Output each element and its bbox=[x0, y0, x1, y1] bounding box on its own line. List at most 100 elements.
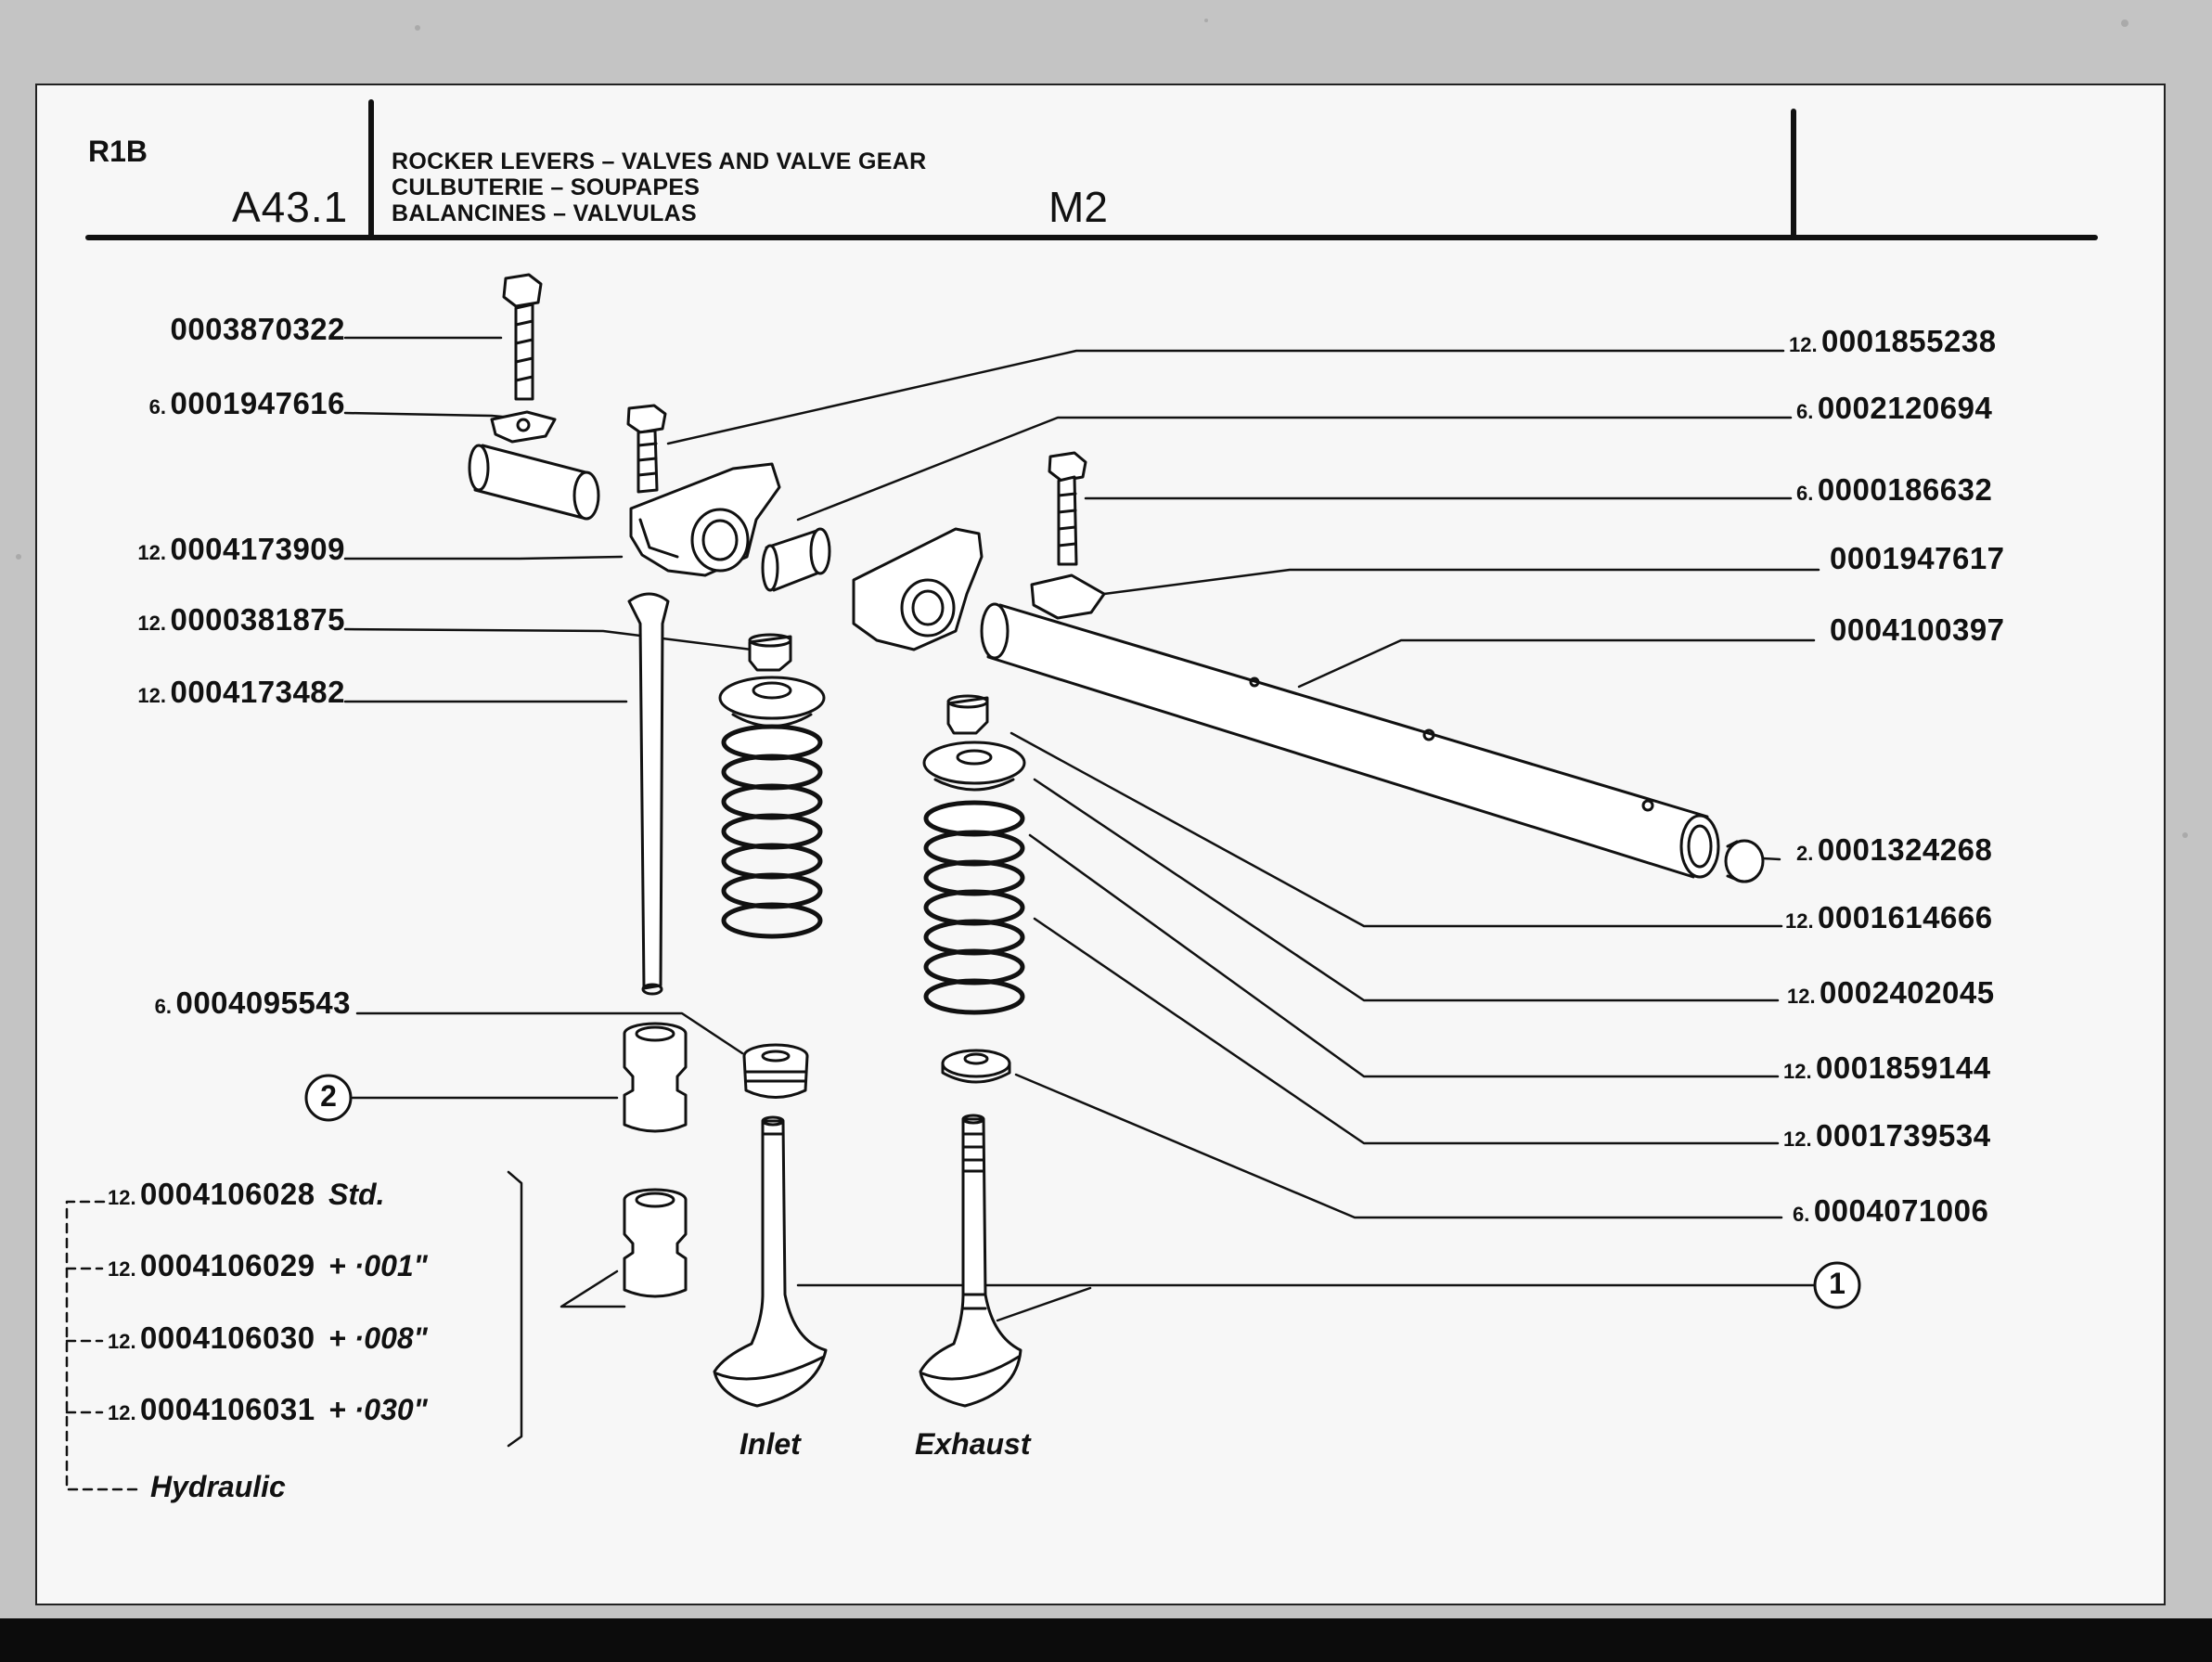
rocker-bolt bbox=[626, 404, 667, 494]
part-label: 12. 0001859144 bbox=[1783, 1050, 1991, 1086]
part-number: 0001614666 bbox=[1818, 900, 1993, 934]
hydraulic-tappet-lower bbox=[623, 1188, 688, 1298]
rocker-bush bbox=[761, 527, 831, 592]
pushrod bbox=[627, 592, 670, 996]
part-label: 12. 0001614666 bbox=[1785, 900, 1993, 935]
hydraulic-label: Hydraulic bbox=[150, 1470, 286, 1503]
size-note: + ·001" bbox=[328, 1249, 428, 1282]
part-number: 0002402045 bbox=[1820, 975, 1995, 1010]
locating-plate-rear bbox=[1030, 573, 1106, 620]
part-qty: 12. bbox=[1783, 1127, 1812, 1151]
part-number: 0004106030 bbox=[140, 1321, 315, 1355]
inlet-caption: Inlet bbox=[739, 1427, 801, 1461]
spring-seat bbox=[941, 1049, 1011, 1084]
part-qty: 12. bbox=[108, 1257, 136, 1281]
part-qty: 12. bbox=[137, 684, 167, 707]
part-number: 0004071006 bbox=[1813, 1193, 1989, 1228]
part-label: 0004100397 bbox=[1830, 612, 2005, 648]
exhaust-valve bbox=[919, 1114, 1022, 1408]
exhaust-caption: Exhaust bbox=[915, 1427, 1031, 1461]
size-note: + ·008" bbox=[328, 1321, 428, 1355]
part-label: 12. 0004173909 bbox=[137, 532, 345, 567]
scan-bottom-edge bbox=[0, 1618, 2212, 1662]
valve-spring-exhaust bbox=[923, 800, 1025, 1015]
part-label: 12. 0002402045 bbox=[1787, 975, 1995, 1011]
callout-circle-2 bbox=[304, 1074, 353, 1122]
part-number: 0000381875 bbox=[170, 602, 345, 637]
section-code: M2 bbox=[1048, 183, 1108, 231]
part-label: 6. 0000186632 bbox=[1796, 472, 1992, 508]
part-number: 0001859144 bbox=[1816, 1050, 1991, 1085]
tappet-option: 12. 0004106031 + ·030" bbox=[108, 1392, 428, 1427]
inlet-valve bbox=[713, 1115, 828, 1408]
rocker-shaft bbox=[980, 602, 1720, 879]
short-shaft bbox=[468, 444, 600, 521]
part-label: 6. 0004071006 bbox=[1793, 1193, 1988, 1229]
part-label: 12. 0001739534 bbox=[1783, 1118, 1991, 1153]
part-label: 2. 0001324268 bbox=[1796, 832, 1992, 868]
tappet-option: 12. 0004106028 Std. bbox=[108, 1177, 384, 1212]
part-qty: 12. bbox=[1785, 909, 1814, 933]
rocker-arm-rear bbox=[852, 527, 984, 651]
tappet-option: 12. 0004106029 + ·001" bbox=[108, 1248, 428, 1283]
shaft-bolt-rear bbox=[1048, 451, 1087, 566]
part-number: 0004173482 bbox=[170, 675, 345, 709]
part-number: 0004106029 bbox=[140, 1248, 315, 1282]
part-qty: 6. bbox=[148, 395, 167, 419]
part-label: 6. 0002120694 bbox=[1796, 391, 1992, 426]
part-number: 0001855238 bbox=[1821, 324, 1997, 358]
part-qty: 12. bbox=[137, 612, 167, 635]
part-qty: 12. bbox=[108, 1186, 136, 1209]
title-french: CULBUTERIE – SOUPAPES bbox=[392, 174, 701, 200]
part-qty: 12. bbox=[108, 1330, 136, 1353]
part-label: 12. 0001855238 bbox=[1789, 324, 1997, 359]
part-qty: 12. bbox=[1783, 1060, 1812, 1083]
part-number: 0001947617 bbox=[1830, 541, 2005, 575]
spring-cap-inlet bbox=[718, 676, 826, 728]
part-qty: 6. bbox=[1796, 400, 1814, 423]
part-number: 0004173909 bbox=[170, 532, 345, 566]
tappet-option: 12. 0004106030 + ·008" bbox=[108, 1321, 428, 1356]
part-label: 12. 0004173482 bbox=[137, 675, 345, 710]
part-number: 0004100397 bbox=[1830, 612, 2005, 647]
part-number: 0003870322 bbox=[170, 312, 345, 346]
part-qty: 6. bbox=[1796, 482, 1814, 505]
part-qty: 6. bbox=[154, 995, 173, 1018]
part-qty: 2. bbox=[1796, 842, 1814, 865]
part-number: 0000186632 bbox=[1817, 472, 1993, 507]
size-note: Std. bbox=[328, 1178, 385, 1211]
part-label: 6. 0001947616 bbox=[149, 386, 345, 421]
part-label: 12. 0000381875 bbox=[137, 602, 345, 638]
part-number: 0001947616 bbox=[170, 386, 345, 420]
part-number: 0002120694 bbox=[1817, 391, 1993, 425]
part-label: 0003870322 bbox=[170, 312, 345, 347]
valve-spring-inlet bbox=[721, 724, 823, 939]
part-qty: 12. bbox=[1789, 333, 1818, 356]
part-qty: 12. bbox=[108, 1401, 136, 1424]
part-qty: 6. bbox=[1793, 1203, 1810, 1226]
part-number: 0004106028 bbox=[140, 1177, 315, 1211]
locating-plate bbox=[490, 410, 557, 444]
hydraulic-tappet-upper bbox=[623, 1022, 688, 1133]
part-qty: 12. bbox=[137, 541, 167, 564]
leader-lines bbox=[65, 336, 1820, 1491]
rocker-arm-front bbox=[629, 462, 781, 577]
rocker-shaft-bolt bbox=[502, 273, 543, 401]
size-note: + ·030" bbox=[328, 1393, 428, 1426]
part-number: 0001324268 bbox=[1817, 832, 1993, 867]
title-english: ROCKER LEVERS – VALVES AND VALVE GEAR bbox=[392, 148, 927, 174]
header-rules bbox=[85, 99, 2098, 240]
callout-2-label: 2 bbox=[320, 1079, 337, 1113]
part-number: 0004106031 bbox=[140, 1392, 315, 1426]
title-spanish: BALANCINES – VALVULAS bbox=[392, 200, 698, 226]
shaft-end-plug bbox=[1724, 839, 1765, 883]
part-label: 0001947617 bbox=[1830, 541, 2005, 576]
valve-stem-seal bbox=[742, 1043, 809, 1099]
part-number: 0001739534 bbox=[1816, 1118, 1991, 1153]
part-label: 6. 0004095543 bbox=[155, 986, 351, 1021]
plate-code: R1B bbox=[88, 135, 148, 168]
valve-cotters-inlet bbox=[748, 633, 792, 672]
part-number: 0004095543 bbox=[175, 986, 351, 1020]
page-code: A43.1 bbox=[232, 183, 349, 231]
